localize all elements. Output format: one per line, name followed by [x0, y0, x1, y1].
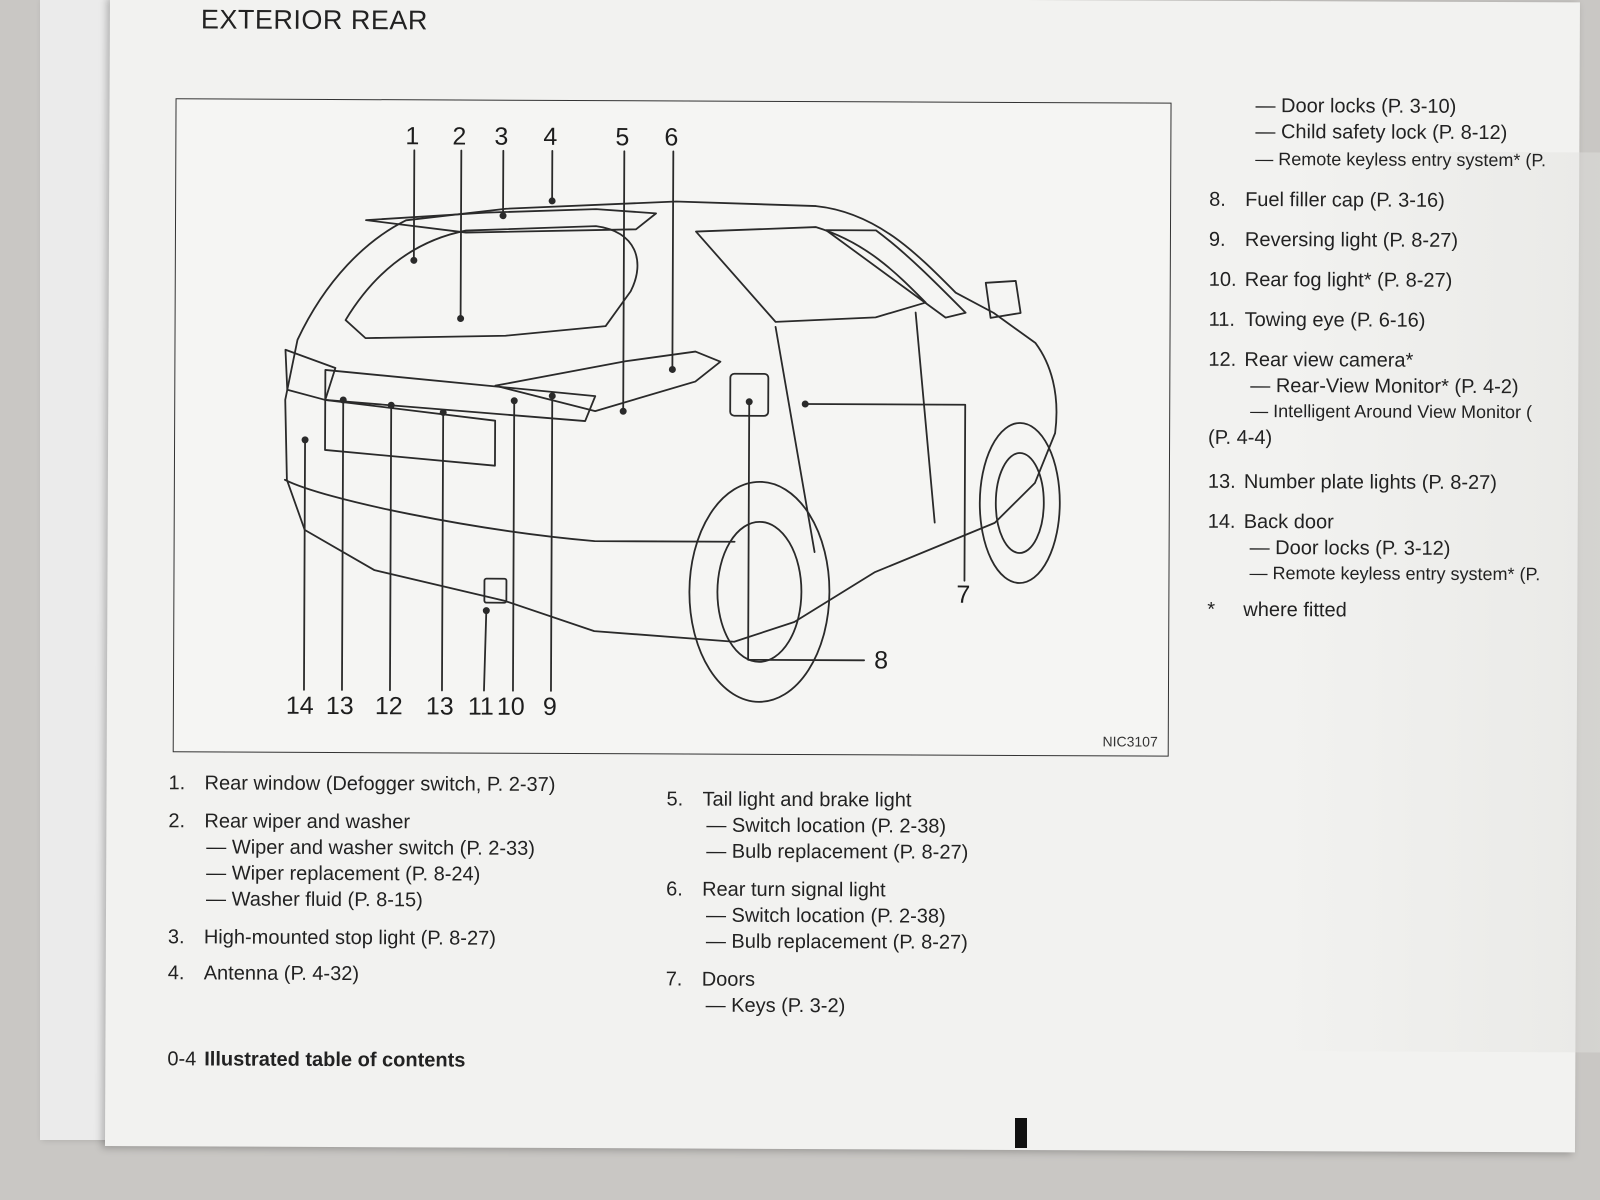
list-subitem: — Keys (P. 3-2) — [705, 994, 846, 1018]
spoiler-shape — [365, 208, 657, 234]
list-subitem: — Door locks (P. 3-12) — [1249, 536, 1451, 560]
callout-9: 9 — [542, 692, 557, 721]
list-subitem: — Switch location (P. 2-38) — [706, 814, 947, 838]
list-item: 14.Back door — [1207, 510, 1334, 534]
exterior-rear-figure: 1 2 3 4 5 6 14 13 12 13 11 10 9 7 8 NIC3… — [172, 98, 1172, 757]
callout-3: 3 — [494, 122, 509, 151]
callout-8: 8 — [874, 646, 889, 675]
front-wheel-rim — [994, 452, 1045, 554]
front-wheel — [978, 422, 1061, 584]
section-title: EXTERIOR REAR — [200, 4, 429, 36]
rear-window-shape — [344, 225, 639, 340]
callout-6: 6 — [664, 123, 679, 152]
towing-eye-shape — [483, 577, 508, 604]
list-subitem: — Child safety lock (P. 8-12) — [1255, 120, 1508, 145]
list-item: 10.Rear fog light* (P. 8-27) — [1208, 268, 1453, 292]
callout-12: 12 — [374, 692, 403, 721]
page-number: 0-4 — [167, 1048, 197, 1071]
list-item: 6.Rear turn signal light — [666, 878, 886, 902]
list-subitem: — Switch location (P. 2-38) — [705, 904, 946, 928]
side-window-shape — [825, 229, 967, 319]
footnote: *where fitted — [1207, 598, 1347, 622]
car-rear-illustration — [283, 149, 1061, 703]
callout-13: 13 — [325, 691, 354, 721]
tail-light-shape — [494, 350, 722, 413]
manual-page: EXTERIOR REAR — [104, 0, 1600, 1153]
list-subitem: — Remote keyless entry system* (P. — [1255, 148, 1547, 171]
side-window-shape — [695, 226, 927, 323]
callout-4: 4 — [543, 122, 558, 151]
footer-title: Illustrated table of contents — [204, 1048, 466, 1072]
list-subitem: — Wiper replacement (P. 8-24) — [206, 862, 481, 886]
list-subitem: — Wiper and washer switch (P. 2-33) — [206, 836, 535, 860]
rear-wheel — [688, 480, 831, 703]
list-subitem: — Door locks (P. 3-10) — [1255, 94, 1457, 118]
callout-7: 7 — [956, 580, 971, 609]
list-subitem: (P. 4-4) — [1208, 426, 1273, 450]
list-item: 7.Doors — [665, 968, 756, 991]
callout-5: 5 — [615, 123, 630, 152]
list-subitem: — Bulb replacement (P. 8-27) — [706, 840, 969, 864]
plate-recess — [324, 399, 497, 467]
car-body-outline — [284, 200, 1058, 643]
list-subitem: — Rear-View Monitor* (P. 4-2) — [1250, 374, 1519, 399]
callout-2: 2 — [452, 122, 467, 151]
rear-wheel-rim — [716, 520, 803, 663]
figure-code: NIC3107 — [1102, 733, 1158, 750]
list-item: 11.Towing eye (P. 6-16) — [1208, 308, 1426, 332]
list-item: 4.Antenna (P. 4-32) — [167, 962, 360, 986]
list-item: 1.Rear window (Defogger switch, P. 2-37) — [168, 772, 556, 796]
list-subitem: — Remote keyless entry system* (P. — [1249, 562, 1541, 585]
list-item: 3.High-mounted stop light (P. 8-27) — [167, 926, 496, 950]
callout-1: 1 — [405, 122, 420, 151]
list-subitem: — Bulb replacement (P. 8-27) — [705, 930, 968, 954]
tail-light-shape — [284, 348, 337, 401]
list-item: 2.Rear wiper and washer — [168, 810, 411, 834]
list-item: 8.Fuel filler cap (P. 3-16) — [1209, 188, 1445, 212]
list-subitem: — Washer fluid (P. 8-15) — [206, 888, 423, 912]
callout-11: 11 — [467, 692, 494, 721]
mirror-shape — [984, 280, 1022, 319]
list-subitem: — Intelligent Around View Monitor ( — [1250, 400, 1533, 423]
list-item: 12.Rear view camera* — [1208, 348, 1414, 372]
door-line — [774, 326, 816, 553]
thumb-index-mark — [1015, 1118, 1027, 1148]
callout-10: 10 — [496, 692, 525, 721]
list-item: 9.Reversing light (P. 8-27) — [1208, 228, 1459, 252]
bumper-shape — [283, 478, 736, 543]
list-item: 13.Number plate lights (P. 8-27) — [1207, 470, 1498, 495]
door-line — [914, 311, 936, 524]
callout-14: 14 — [285, 691, 314, 720]
callout-13b: 13 — [425, 692, 454, 721]
page-footer: 0-4 Illustrated table of contents — [167, 1048, 465, 1072]
list-item: 5.Tail light and brake light — [666, 788, 912, 812]
